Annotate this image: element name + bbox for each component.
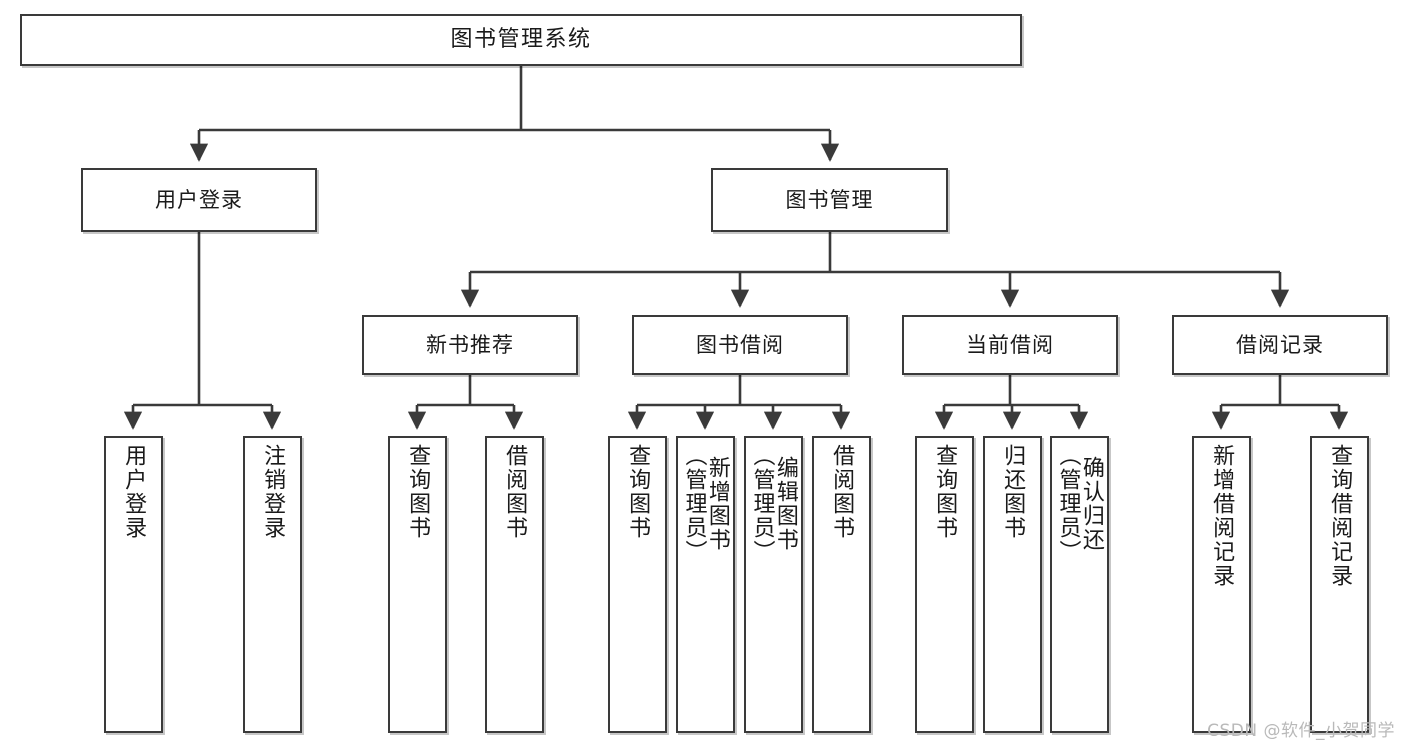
node-leaf-return-book-label: 归还图书 (1000, 444, 1026, 540)
node-leaf-add-record[interactable]: 新增借阅记录 (1192, 436, 1251, 733)
node-user-login-label: 用户登录 (155, 187, 243, 212)
node-root[interactable]: 图书管理系统 (20, 14, 1022, 66)
node-book-manage[interactable]: 图书管理 (711, 168, 948, 232)
node-leaf-add-record-label: 新增借阅记录 (1209, 444, 1235, 588)
node-leaf-query-book-3-label: 查询图书 (932, 444, 958, 540)
node-leaf-add-book-label: 新增图书 （管理员） (681, 444, 730, 564)
node-leaf-borrow-book-1-label: 借阅图书 (502, 444, 528, 540)
node-book-manage-label: 图书管理 (785, 187, 874, 212)
node-current-borrow-label: 当前借阅 (966, 332, 1054, 357)
node-leaf-add-book[interactable]: 新增图书 （管理员） (676, 436, 735, 733)
node-borrow-record-label: 借阅记录 (1236, 332, 1324, 357)
node-leaf-query-record[interactable]: 查询借阅记录 (1310, 436, 1369, 733)
node-leaf-edit-book[interactable]: 编辑图书 （管理员） (744, 436, 803, 733)
node-leaf-user-logout[interactable]: 注销登录 (243, 436, 302, 733)
node-book-borrow-label: 图书借阅 (696, 332, 784, 357)
node-current-borrow[interactable]: 当前借阅 (902, 315, 1118, 375)
node-leaf-user-logout-label: 注销登录 (260, 444, 286, 540)
node-new-book-rec-label: 新书推荐 (426, 332, 514, 357)
node-borrow-record[interactable]: 借阅记录 (1172, 315, 1388, 375)
node-leaf-user-login[interactable]: 用户登录 (104, 436, 163, 733)
node-leaf-query-book-2[interactable]: 查询图书 (608, 436, 667, 733)
node-leaf-confirm-return-label: 确认归还 （管理员） (1055, 444, 1104, 564)
node-leaf-borrow-book-1[interactable]: 借阅图书 (485, 436, 544, 733)
node-root-label: 图书管理系统 (450, 27, 592, 53)
node-user-login[interactable]: 用户登录 (81, 168, 317, 232)
node-book-borrow[interactable]: 图书借阅 (632, 315, 848, 375)
node-leaf-borrow-book-2[interactable]: 借阅图书 (812, 436, 871, 733)
node-leaf-return-book[interactable]: 归还图书 (983, 436, 1042, 733)
node-leaf-borrow-book-2-label: 借阅图书 (829, 444, 855, 540)
watermark-text: CSDN @软件_小贺同学 (1207, 721, 1395, 741)
node-leaf-query-book-3[interactable]: 查询图书 (915, 436, 974, 733)
node-leaf-edit-book-label: 编辑图书 （管理员） (749, 444, 798, 564)
node-leaf-query-book-1-label: 查询图书 (405, 444, 431, 540)
node-leaf-query-record-label: 查询借阅记录 (1327, 444, 1353, 588)
node-leaf-query-book-2-label: 查询图书 (625, 444, 651, 540)
node-new-book-rec[interactable]: 新书推荐 (362, 315, 578, 375)
node-leaf-confirm-return[interactable]: 确认归还 （管理员） (1050, 436, 1109, 733)
node-leaf-user-login-label: 用户登录 (121, 444, 147, 540)
node-leaf-query-book-1[interactable]: 查询图书 (388, 436, 447, 733)
